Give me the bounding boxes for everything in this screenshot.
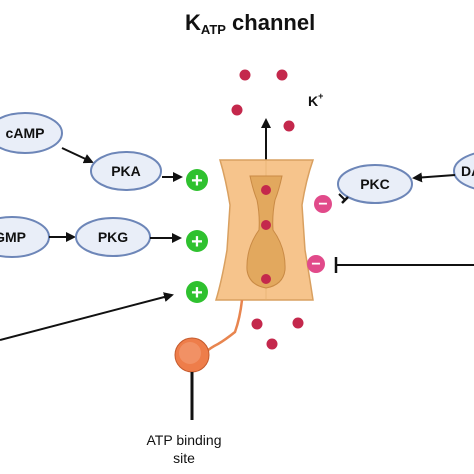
activation-sign-pka: + bbox=[191, 170, 203, 192]
activation-badge-pkg bbox=[186, 230, 208, 252]
ion-dot bbox=[239, 69, 251, 81]
title-atp-subscript: ATP bbox=[201, 22, 226, 37]
pkc-inhibit-bar bbox=[341, 196, 349, 204]
cgmp-label: GMP bbox=[0, 229, 26, 245]
atp-caption-line2: site bbox=[173, 450, 195, 466]
inhibition-sign-pkc: − bbox=[318, 196, 327, 213]
ion-symbol: K bbox=[308, 93, 318, 109]
activation-sign-third: + bbox=[191, 282, 203, 304]
ion-dot bbox=[276, 69, 288, 81]
ion-charge: + bbox=[318, 91, 323, 101]
diagram-title: KATP channel bbox=[185, 10, 315, 37]
ion-dot bbox=[231, 104, 243, 116]
camp-node bbox=[0, 112, 63, 154]
pkc-inhibit-line bbox=[338, 193, 346, 201]
ion-dot bbox=[292, 317, 304, 329]
activation-badge-third bbox=[186, 281, 208, 303]
atp-tether bbox=[205, 299, 244, 353]
ion-dot bbox=[283, 120, 295, 132]
katp-channel bbox=[214, 159, 315, 301]
dag-label: DAG bbox=[461, 163, 474, 179]
atp-binding-site-highlight bbox=[179, 342, 201, 364]
ion-dot bbox=[261, 274, 271, 284]
pkg-label: PKG bbox=[98, 229, 128, 245]
activation-badge-pka bbox=[186, 169, 208, 191]
inhibition-badge-pkc bbox=[314, 195, 332, 213]
ion-dot bbox=[266, 338, 278, 350]
pkc-label: PKC bbox=[360, 176, 390, 192]
pka-label: PKA bbox=[111, 163, 141, 179]
activation-sign-pkg: + bbox=[191, 231, 203, 253]
pka-node bbox=[90, 151, 162, 191]
camp-to-pka-arrow bbox=[61, 147, 94, 164]
ion-dot bbox=[261, 185, 271, 195]
third-activator-arrow bbox=[0, 292, 174, 341]
channel-pore bbox=[246, 175, 286, 289]
ions-inside bbox=[251, 317, 304, 350]
dag-node bbox=[453, 152, 474, 190]
title-k: K bbox=[185, 10, 201, 35]
title-channel: channel bbox=[226, 10, 315, 35]
ion-dot bbox=[261, 220, 271, 230]
ion-dot bbox=[251, 318, 263, 330]
inhibition-sign-second: − bbox=[311, 256, 320, 273]
ions-outside bbox=[231, 69, 295, 132]
pkc-node bbox=[337, 164, 413, 204]
camp-label: cAMP bbox=[6, 125, 45, 141]
inhibition-badge-second bbox=[307, 255, 325, 273]
atp-caption-line1: ATP binding bbox=[147, 432, 222, 448]
ion-label: K+ bbox=[308, 91, 323, 109]
dag-to-pkc-arrow bbox=[412, 172, 456, 183]
